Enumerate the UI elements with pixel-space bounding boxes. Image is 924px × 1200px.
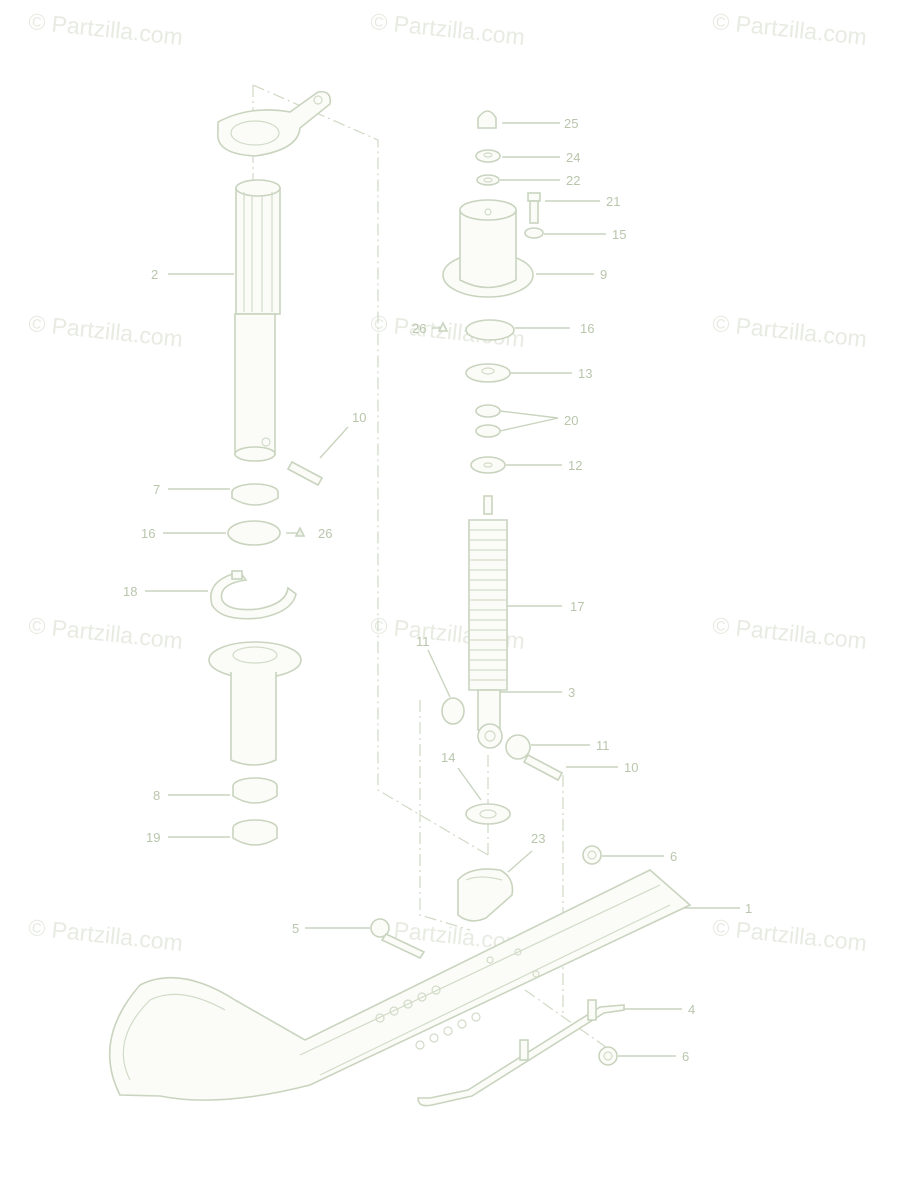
callout-9: 9 (600, 267, 607, 282)
callout-4: 4 (688, 1002, 695, 1017)
callout-25: 25 (564, 116, 578, 131)
callout-16: 16 (141, 526, 155, 541)
part-5-bolt (370, 918, 426, 960)
part-25-cap (477, 110, 497, 129)
callout-12: 12 (568, 458, 582, 473)
callout-labels: 2 7 16 26 18 8 19 10 25 24 22 21 15 9 26… (123, 116, 752, 1064)
part-17-spring (468, 495, 508, 691)
leader-lines (145, 122, 740, 1057)
part-11-bushing-right (505, 734, 531, 760)
callout-1: 1 (745, 901, 752, 916)
callout-14: 14 (441, 750, 455, 765)
callout-26: 26 (412, 321, 426, 336)
part-4-wear-bar (417, 999, 625, 1107)
callout-17: 17 (570, 599, 584, 614)
callout-13: 13 (578, 366, 592, 381)
part-16-o-ring-lower (227, 520, 281, 546)
callout-10: 10 (624, 760, 638, 775)
part-housing-flange (208, 641, 302, 766)
callout-6: 6 (670, 849, 677, 864)
part-1-ski (108, 869, 692, 1101)
callout-7: 7 (153, 482, 160, 497)
callout-22: 22 (566, 173, 580, 188)
part-12-washer (470, 456, 506, 474)
callout-8: 8 (153, 788, 160, 803)
callout-2: 2 (151, 267, 158, 282)
callout-3: 3 (568, 685, 575, 700)
phantom-lines (252, 84, 611, 1051)
part-22-washer (476, 174, 500, 186)
part-26-grease-upper (437, 321, 449, 332)
part-15-washer (524, 227, 544, 239)
callout-23: 23 (531, 831, 545, 846)
part-14-washer (465, 803, 511, 825)
part-6-nut-lower (598, 1046, 618, 1066)
callout-5: 5 (292, 921, 299, 936)
callout-11: 11 (416, 634, 430, 649)
part-10-pin-upper (286, 460, 324, 487)
part-13-spacer (465, 363, 511, 383)
part-11-bushing-left (441, 697, 465, 725)
part-24-nut (475, 149, 501, 163)
part-19-ring (232, 819, 278, 846)
callout-10: 10 (352, 410, 366, 425)
callout-16: 16 (580, 321, 594, 336)
part-2-steering-spindle (217, 90, 332, 462)
callout-11: 11 (596, 738, 610, 753)
part-8-ring (232, 777, 278, 804)
callout-19: 19 (146, 830, 160, 845)
part-23-bumper (457, 868, 514, 922)
part-10-pin-lower (522, 753, 564, 782)
part-16-o-ring-upper (465, 319, 515, 341)
callout-18: 18 (123, 584, 137, 599)
callout-21: 21 (606, 194, 620, 209)
part-21-bolt (527, 192, 541, 224)
part-18-circlip (210, 570, 297, 620)
callout-26: 26 (318, 526, 332, 541)
part-7-bushing (231, 483, 279, 506)
callout-6: 6 (682, 1049, 689, 1064)
part-6-nut-upper (582, 845, 602, 865)
part-20-washers (475, 404, 501, 438)
part-3-shock-absorber (477, 689, 503, 749)
callout-15: 15 (612, 227, 626, 242)
part-9-cup-housing (442, 199, 534, 298)
callout-20: 20 (564, 413, 578, 428)
callout-24: 24 (566, 150, 580, 165)
grease-drop-icon (294, 526, 306, 537)
